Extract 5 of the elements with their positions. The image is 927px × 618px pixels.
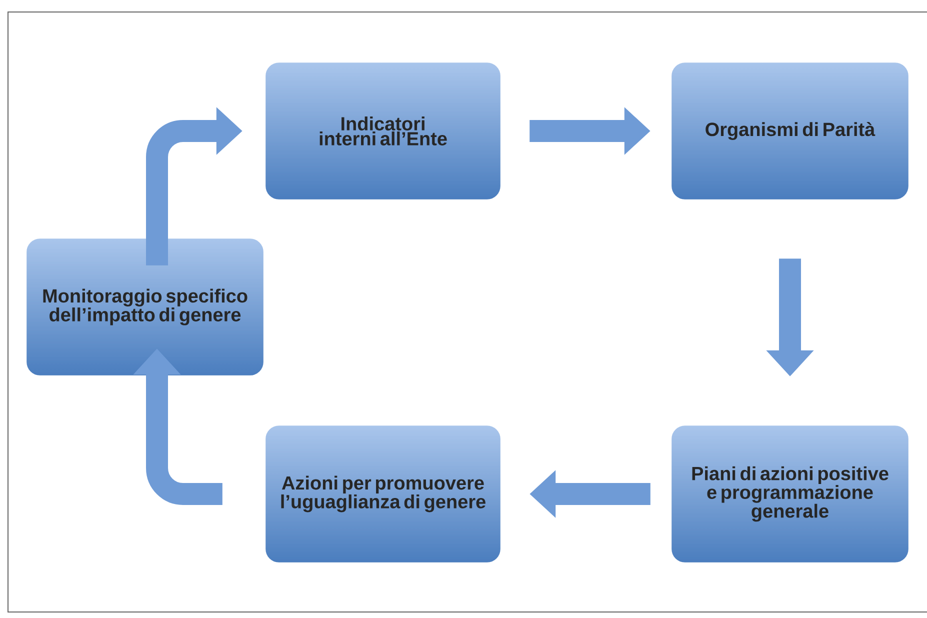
process-box: Piani di azioni positive e programmazione generale [670,424,910,564]
process-box: Organismi di Parità [670,61,910,201]
process-box: Monitoraggio specifico dell’impatto di genere [25,237,265,377]
process-box: Azioni per promuovere l’uguaglianza di genere [264,424,502,564]
process-box: Indicatori interni all’Ente [264,61,502,201]
